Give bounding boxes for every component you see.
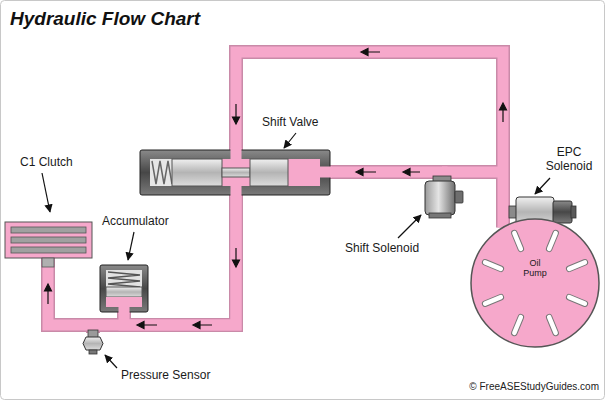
clutch-plate [11,247,86,253]
component-box: EPC Solenoid [510,195,575,228]
solenoid-cap [553,201,572,223]
accumulator-piston [106,287,142,297]
leader-arrow [105,355,117,368]
clutch-inlet [42,258,54,267]
fluid-pipe [330,172,442,176]
part-label: Shift Solenoid [345,242,419,256]
pump-vane [569,262,585,269]
component-box: Shift Valve [140,150,330,195]
component-box: C1 Clutch [5,222,92,258]
sensor-plug [89,350,97,354]
pump-vane [485,262,501,269]
part-label: Pressure Sensor [121,369,210,383]
flow-arrows [45,49,507,329]
leader-arrow [398,215,421,238]
pump-vane [549,233,556,249]
clutch-plate [11,227,86,233]
flow-arrow [356,169,376,176]
accumulator-bore [106,270,142,307]
flow-arrow [500,103,507,122]
flow-arrow [233,104,240,124]
pump-vane [485,297,501,304]
valve-bore [150,159,320,186]
leader-arrow [128,232,134,260]
flow-arrow [403,169,420,176]
pump-housing [471,219,599,347]
leader-lines [42,133,550,368]
spool-land [250,159,288,186]
pump-vane [485,297,501,304]
flow-arrow [137,322,157,329]
solenoid-connector [455,191,463,203]
solenoid-connector [571,206,576,218]
solenoid-body [425,181,455,215]
shift-valve-drawing [140,148,332,197]
pump-vane [485,262,501,269]
clutch-plate [11,237,86,243]
flow-arrow [193,322,212,329]
valve-spring [152,161,172,184]
pipe-outline [236,52,503,228]
component-box: Shift Solenoid [425,176,463,220]
part-label: Accumulator [102,215,169,229]
pump-vane [514,233,521,249]
pump-vane [569,297,585,304]
part-label: Shift Valve [262,116,318,130]
leader-arrow [284,133,296,148]
spool-land [172,159,222,186]
clutch-housing [5,222,92,258]
valve-port [231,185,242,197]
part-label: Oil Pump [519,258,551,279]
pump-vane [569,262,585,269]
component-box: Pressure Sensor [82,330,104,354]
leader-arrow [535,178,550,194]
valve-port [318,167,332,178]
watermark-text: © FreeASEStudyGuides.com [469,381,599,392]
pump-vane [514,317,521,333]
pump-vane [549,233,556,249]
accumulator-spring [108,272,140,287]
part-label: C1 Clutch [20,156,73,170]
accumulator-drawing [100,265,148,314]
accumulator-port [119,306,130,314]
pump-vane [549,317,556,333]
pipe-outline [48,195,236,325]
shift-solenoid-drawing [425,176,463,218]
flow-arrow [361,49,380,56]
fluid-pipe [48,195,236,325]
solenoid-base [429,213,451,218]
fluid-pipe [236,52,503,228]
pipe-outline [330,172,442,176]
spool-neck [222,168,250,177]
flow-arrow [233,248,240,267]
pressure-sensor-drawing [83,330,103,354]
pump-vane [514,233,521,249]
component-box: Oil Pump [471,219,599,347]
accumulator-fluid [106,297,142,307]
component-box: Accumulator [100,265,148,312]
pump-vane [514,317,521,333]
pipe-fills [48,52,503,333]
accumulator-housing [100,265,148,312]
valve-port [231,148,242,160]
clutch-drawing [5,222,92,267]
pump-vane [549,317,556,333]
part-label: EPC Solenoid [540,146,598,174]
leader-arrow [42,173,50,212]
pipe-outlines [48,52,509,333]
oil-pump-drawing [471,219,599,347]
sensor-hex [83,337,103,350]
flow-arrow [45,284,52,304]
spring-chamber [150,159,172,186]
pump-vane [569,297,585,304]
diagram-title: Hydraulic Flow Chart [10,8,200,30]
